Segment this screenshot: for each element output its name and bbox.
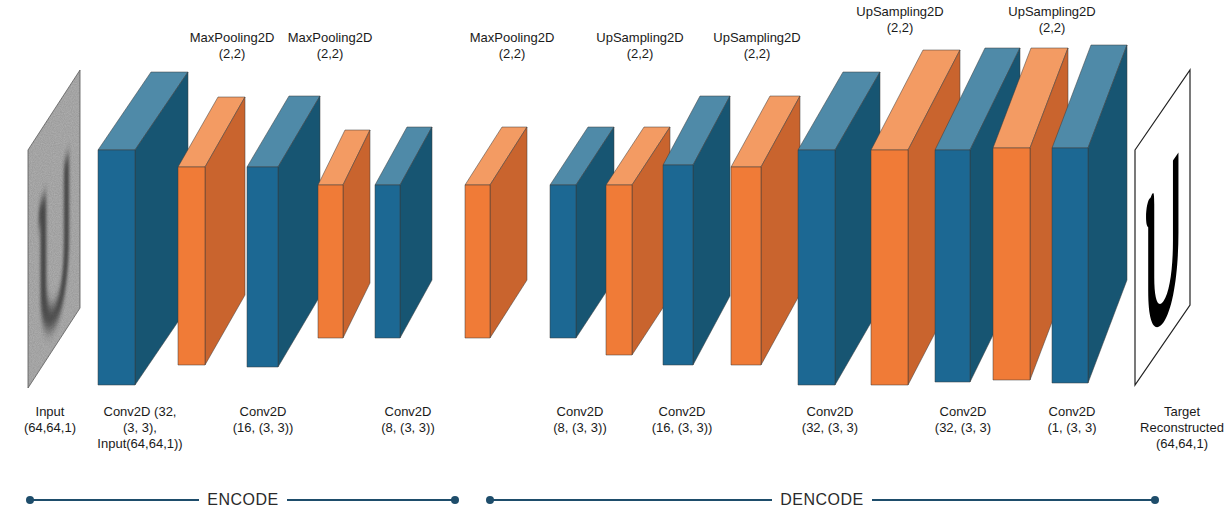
layer-caption: Conv2D (32, (3, 3)	[795, 404, 865, 436]
layer-shape	[375, 127, 432, 338]
layer-shape	[550, 127, 614, 338]
layer-shape	[663, 96, 730, 365]
pool-layer: MaxPooling2D (2,2)	[318, 130, 370, 338]
section-label: ENCODE	[199, 490, 286, 510]
conv-layer: Conv2D (8, (3, 3))	[375, 127, 432, 338]
output-image: Target Reconstructed (64,64,1)	[1135, 70, 1190, 385]
layer-label: UpSampling2D (2,2)	[854, 4, 946, 36]
pool-layer: MaxPooling2D (2,2)	[465, 127, 527, 338]
layer-label: UpSampling2D (2,2)	[1006, 4, 1098, 36]
conv-layer: Conv2D (16, (3, 3))	[663, 96, 730, 365]
layer-caption: Target Reconstructed (64,64,1)	[1138, 404, 1226, 452]
layer-shape	[318, 130, 370, 338]
layer-shape	[606, 127, 670, 355]
pool-layer: MaxPooling2D (2,2)	[178, 97, 245, 365]
layer-label: MaxPooling2D (2,2)	[284, 30, 376, 62]
layer-shape	[798, 72, 880, 385]
layer-label: MaxPooling2D (2,2)	[466, 30, 558, 62]
layer-shape	[28, 70, 80, 388]
conv-layer: Conv2D (32, (3, 3), Input(64,64,1))	[98, 72, 188, 385]
layer-shape	[98, 72, 188, 385]
layer-label: UpSampling2D (2,2)	[594, 30, 686, 62]
conv-layer: Conv2D (1, (3, 3)	[1052, 45, 1127, 383]
conv-layer: Conv2D (8, (3, 3))	[550, 127, 614, 338]
layer-caption: Conv2D (1, (3, 3)	[1041, 404, 1103, 436]
conv-layer: Conv2D (16, (3, 3))	[247, 96, 320, 367]
layer-shape	[1135, 70, 1190, 385]
pool-layer: UpSampling2D (2,2)	[731, 96, 800, 365]
layer-shape	[465, 127, 527, 338]
layer-label: MaxPooling2D (2,2)	[186, 30, 278, 62]
layer-shape	[178, 97, 245, 365]
layer-caption: Conv2D (32, (3, 3), Input(64,64,1))	[96, 404, 184, 452]
input-image: Input (64,64,1)	[28, 70, 80, 388]
layer-caption: Conv2D (8, (3, 3))	[377, 404, 439, 436]
layer-label: UpSampling2D (2,2)	[711, 30, 803, 62]
layer-caption: Conv2D (8, (3, 3))	[549, 404, 611, 436]
layer-shape	[731, 96, 800, 365]
layer-caption: Conv2D (16, (3, 3))	[227, 404, 299, 436]
layer-caption: Conv2D (32, (3, 3)	[928, 404, 998, 436]
layer-shape	[1052, 45, 1127, 383]
pool-layer: UpSampling2D (2,2)	[606, 127, 670, 355]
layer-caption: Conv2D (16, (3, 3))	[646, 404, 718, 436]
layer-shape	[247, 96, 320, 367]
section-label: DENCODE	[772, 490, 872, 510]
conv-layer: Conv2D (32, (3, 3)	[798, 72, 880, 385]
layer-caption: Input (64,64,1)	[18, 404, 82, 436]
